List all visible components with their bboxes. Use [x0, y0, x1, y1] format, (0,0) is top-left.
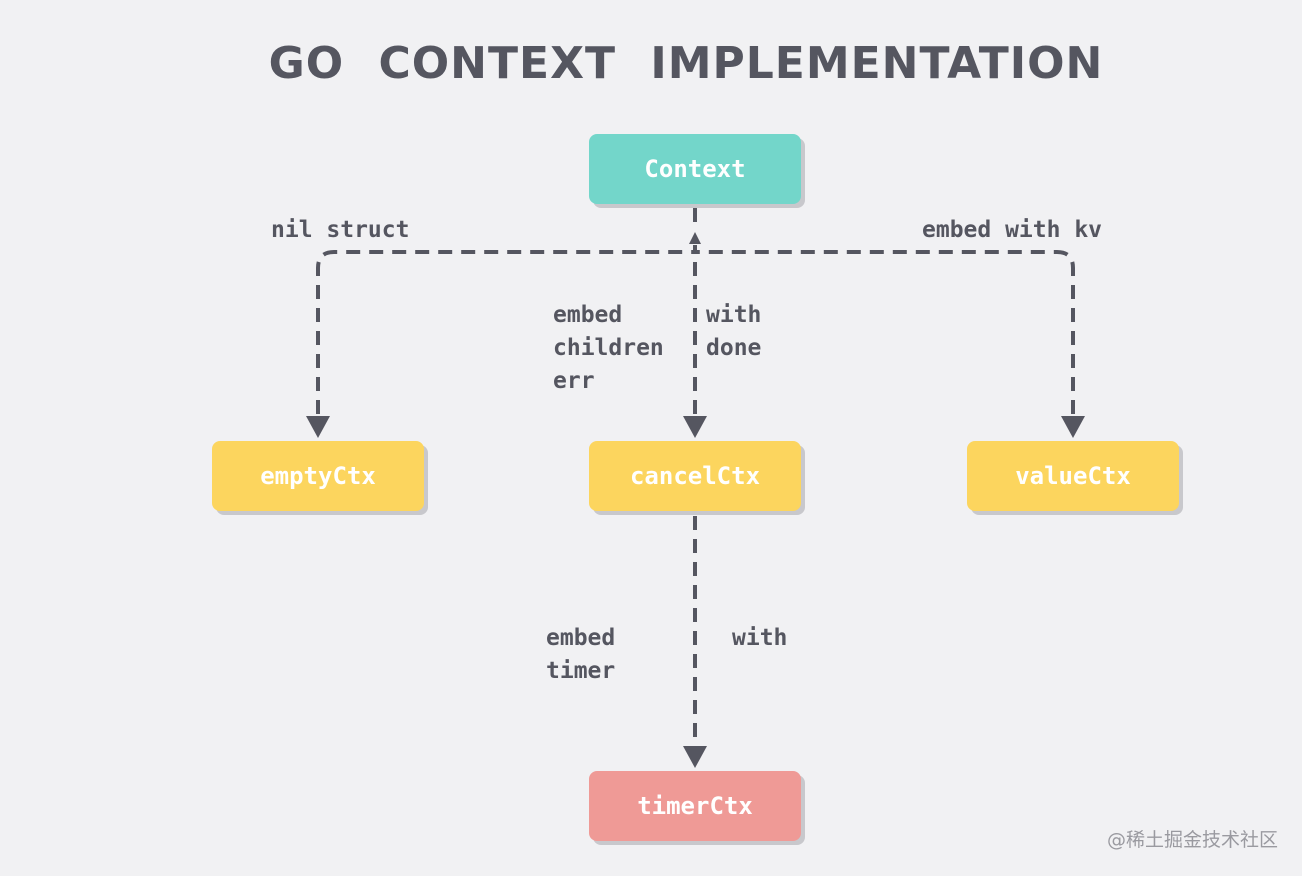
watermark-text: @稀土掘金技术社区 — [1106, 829, 1278, 851]
node-empty-ctx-label: emptyCtx — [260, 462, 376, 490]
edge-empty-to-context — [316, 250, 695, 414]
edge-label-nil-struct: nil struct — [271, 217, 410, 243]
node-empty-ctx: emptyCtx — [212, 441, 424, 511]
edge-label-timer-right: with — [732, 625, 788, 651]
node-timer-ctx-label: timerCtx — [637, 792, 753, 820]
node-context-label: Context — [644, 155, 746, 183]
node-timer-ctx: timerCtx — [589, 771, 801, 841]
node-value-ctx: valueCtx — [967, 441, 1179, 511]
arrowhead-context — [689, 232, 701, 244]
node-cancel-ctx: cancelCtx — [589, 441, 801, 511]
node-value-ctx-label: valueCtx — [1015, 462, 1131, 490]
edge-label-cancel-left: embed children err — [553, 302, 664, 394]
node-cancel-ctx-label: cancelCtx — [629, 462, 761, 490]
arrowhead-empty — [306, 416, 330, 438]
arrowhead-timer — [683, 746, 707, 768]
edge-label-cancel-right: with done — [706, 302, 762, 361]
arrowhead-cancel — [683, 416, 707, 438]
node-context: Context — [589, 134, 801, 204]
edge-label-timer-left: embed timer — [546, 625, 616, 684]
diagram-title: GO CONTEXT IMPLEMENTATION — [268, 38, 1104, 89]
edge-label-embed-with-kv: embed with kv — [922, 217, 1103, 243]
arrowhead-value — [1061, 416, 1085, 438]
edge-value-to-context — [695, 250, 1075, 414]
